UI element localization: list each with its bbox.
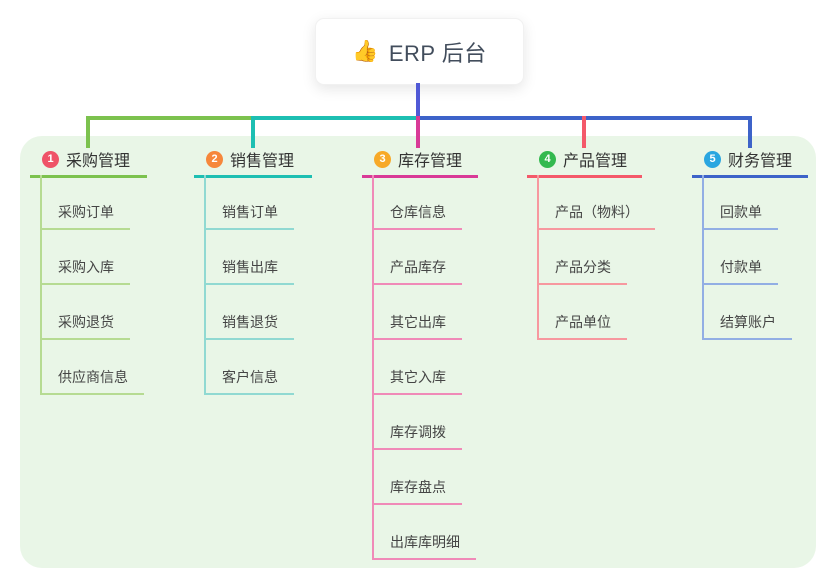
branch-title-purchase[interactable]: 1 采购管理 bbox=[30, 148, 147, 178]
branch-sales: 2 销售管理 销售订单 销售出库 销售退货 客户信息 bbox=[194, 148, 312, 395]
branch-title-sales[interactable]: 2 销售管理 bbox=[194, 148, 312, 178]
root-title: ERP 后台 bbox=[388, 40, 487, 66]
branch-number-badge: 3 bbox=[374, 150, 391, 168]
connector-drop-finance bbox=[748, 116, 752, 148]
branch-title-label: 财务管理 bbox=[728, 153, 793, 170]
branch-title-label: 产品管理 bbox=[563, 153, 628, 170]
branch-number-badge: 4 bbox=[539, 150, 556, 168]
branch-trunk-line bbox=[372, 175, 374, 560]
branch-number-badge: 1 bbox=[42, 150, 59, 168]
root-node[interactable]: 👍 ERP 后台 bbox=[315, 18, 524, 85]
child-node[interactable]: 产品分类 bbox=[537, 257, 627, 285]
connector-root-stem bbox=[416, 83, 420, 119]
child-node[interactable]: 库存调拨 bbox=[372, 422, 462, 450]
branch-number-badge: 2 bbox=[206, 150, 223, 168]
child-node[interactable]: 销售订单 bbox=[204, 202, 294, 230]
child-node[interactable]: 采购订单 bbox=[40, 202, 130, 230]
child-node[interactable]: 出库库明细 bbox=[372, 532, 476, 560]
child-node[interactable]: 仓库信息 bbox=[372, 202, 462, 230]
branch-inventory: 3 库存管理 仓库信息 产品库存 其它出库 其它入库 库存调拨 库存盘点 出库库… bbox=[362, 148, 478, 560]
connector-drop-purchase bbox=[86, 116, 90, 148]
branch-number-badge: 5 bbox=[704, 150, 721, 168]
branch-purchase: 1 采购管理 采购订单 采购入库 采购退货 供应商信息 bbox=[30, 148, 147, 395]
child-node[interactable]: 客户信息 bbox=[204, 367, 294, 395]
child-node[interactable]: 销售出库 bbox=[204, 257, 294, 285]
child-node[interactable]: 产品（物料） bbox=[537, 202, 655, 230]
branch-product: 4 产品管理 产品（物料） 产品分类 产品单位 bbox=[527, 148, 655, 340]
branch-title-label: 采购管理 bbox=[66, 153, 131, 170]
connector-drop-inventory bbox=[416, 116, 420, 148]
child-node[interactable]: 回款单 bbox=[702, 202, 778, 230]
child-node[interactable]: 采购退货 bbox=[40, 312, 130, 340]
child-node[interactable]: 其它出库 bbox=[372, 312, 462, 340]
connector-horizontal-purchase bbox=[86, 116, 253, 120]
branch-title-finance[interactable]: 5 财务管理 bbox=[692, 148, 808, 178]
branch-title-inventory[interactable]: 3 库存管理 bbox=[362, 148, 478, 178]
branch-title-label: 库存管理 bbox=[398, 153, 463, 170]
branch-trunk-line bbox=[204, 175, 206, 395]
branch-trunk-line bbox=[40, 175, 42, 395]
child-node[interactable]: 付款单 bbox=[702, 257, 778, 285]
branch-trunk-line bbox=[537, 175, 539, 340]
branch-finance: 5 财务管理 回款单 付款单 结算账户 bbox=[692, 148, 808, 340]
thumbs-up-icon: 👍 bbox=[352, 40, 379, 63]
branch-title-label: 销售管理 bbox=[230, 153, 295, 170]
child-node[interactable]: 库存盘点 bbox=[372, 477, 462, 505]
child-node[interactable]: 结算账户 bbox=[702, 312, 792, 340]
child-node[interactable]: 销售退货 bbox=[204, 312, 294, 340]
connector-drop-sales bbox=[251, 116, 255, 148]
child-node[interactable]: 产品库存 bbox=[372, 257, 462, 285]
connector-drop-product bbox=[582, 116, 586, 148]
child-node[interactable]: 采购入库 bbox=[40, 257, 130, 285]
branch-trunk-line bbox=[702, 175, 704, 340]
branches-panel bbox=[20, 136, 816, 568]
branch-title-product[interactable]: 4 产品管理 bbox=[527, 148, 642, 178]
child-node[interactable]: 其它入库 bbox=[372, 367, 462, 395]
child-node[interactable]: 供应商信息 bbox=[40, 367, 144, 395]
connector-horizontal-sales bbox=[251, 116, 418, 120]
child-node[interactable]: 产品单位 bbox=[537, 312, 627, 340]
